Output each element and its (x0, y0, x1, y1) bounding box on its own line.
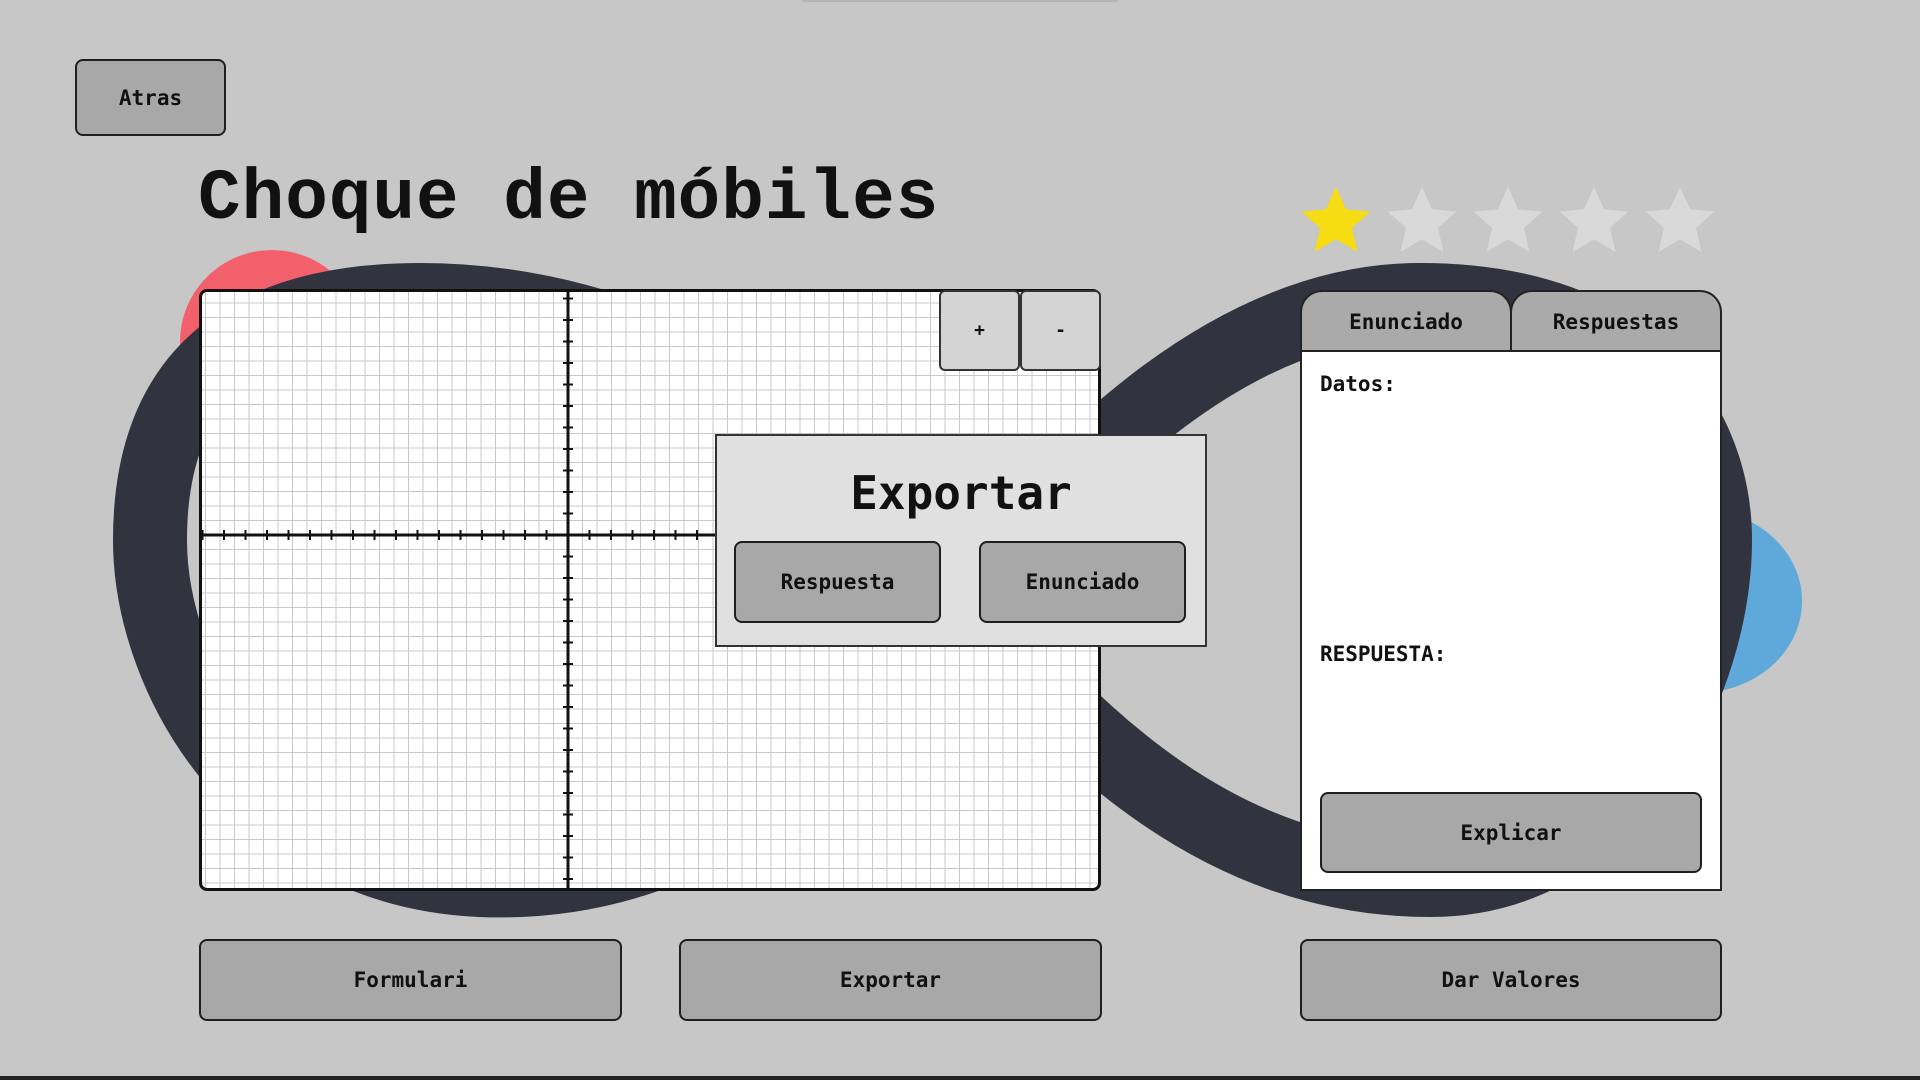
export-respuesta-button[interactable]: Respuesta (734, 541, 941, 623)
star-icon-4 (1559, 186, 1629, 252)
top-handle (800, 0, 1120, 2)
panel-content: Datos: RESPUESTA: Explicar (1300, 350, 1722, 891)
respuesta-label: RESPUESTA: (1320, 642, 1447, 666)
star-icon-3 (1473, 186, 1543, 252)
graph-canvas[interactable] (199, 289, 1101, 891)
zoom-in-button[interactable]: + (939, 290, 1020, 371)
page-title: Choque de móbiles (198, 160, 940, 240)
export-enunciado-button[interactable]: Enunciado (979, 541, 1186, 623)
star-icon-5 (1645, 186, 1715, 252)
datos-label: Datos: (1320, 372, 1396, 396)
export-dialog: Exportar Respuesta Enunciado (715, 434, 1207, 647)
star-rating (1295, 182, 1735, 262)
problem-panel: Enunciado Respuestas Datos: RESPUESTA: E… (1300, 290, 1722, 891)
star-icon-1 (1301, 186, 1371, 252)
dar-valores-button[interactable]: Dar Valores (1300, 939, 1722, 1021)
formulari-button[interactable]: Formulari (199, 939, 622, 1021)
explicar-button[interactable]: Explicar (1320, 792, 1702, 873)
star-icon-2 (1387, 186, 1457, 252)
zoom-out-button[interactable]: - (1020, 290, 1101, 371)
tab-respuestas[interactable]: Respuestas (1510, 290, 1722, 352)
bottom-border (0, 1076, 1920, 1080)
tab-enunciado[interactable]: Enunciado (1300, 290, 1512, 352)
exportar-button[interactable]: Exportar (679, 939, 1102, 1021)
back-button[interactable]: Atras (75, 59, 226, 136)
export-dialog-title: Exportar (850, 466, 1072, 520)
